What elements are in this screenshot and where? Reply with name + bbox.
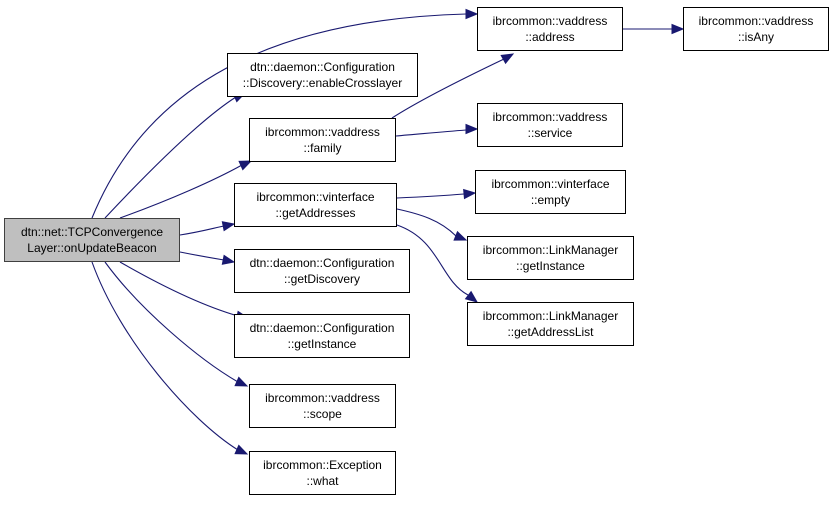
arrowhead-scope <box>234 376 249 387</box>
node-scope[interactable]: ibrcommon::vaddress::scope <box>249 384 396 428</box>
node-lmGetInstance[interactable]: ibrcommon::LinkManager::getInstance <box>467 236 634 280</box>
edge-root-to-cfgGetInstance <box>119 261 239 317</box>
edge-root-to-getAddresses <box>179 225 225 236</box>
node-cfgGetInstance[interactable]: dtn::daemon::Configuration::getInstance <box>234 314 410 358</box>
edge-root-to-getDiscovery <box>179 251 225 261</box>
node-what[interactable]: ibrcommon::Exception::what <box>249 451 396 495</box>
edge-root-to-address <box>91 13 467 219</box>
node-label-line1: ibrcommon::vaddress <box>265 391 380 405</box>
node-label-line2: ::isAny <box>737 30 774 44</box>
arrowhead-empty <box>463 188 477 200</box>
node-label-line2: ::getDiscovery <box>283 272 361 286</box>
node-label-line1: ibrcommon::Exception <box>263 458 382 472</box>
node-getAddresses[interactable]: ibrcommon::vinterface::getAddresses <box>234 183 397 227</box>
arrowhead-address <box>500 53 515 65</box>
edge-root-to-what <box>91 261 239 451</box>
node-label-line1: ibrcommon::vaddress <box>698 14 814 28</box>
node-enableCrosslayer[interactable]: dtn::daemon::Configuration::Discovery::e… <box>227 53 418 97</box>
node-label-line2: ::family <box>303 141 342 155</box>
edge-root-to-family <box>119 164 243 219</box>
node-empty[interactable]: ibrcommon::vinterface::empty <box>475 170 626 214</box>
node-isAny[interactable]: ibrcommon::vaddress::isAny <box>683 7 829 51</box>
node-label-line2: ::what <box>306 474 339 488</box>
edge-getAddresses-to-getAddressList <box>396 224 469 296</box>
node-label-line1: ibrcommon::vaddress <box>492 14 608 28</box>
node-getAddressList[interactable]: ibrcommon::LinkManager::getAddressList <box>467 302 634 346</box>
arrowhead-service <box>465 123 479 135</box>
node-label-line2: ::Discovery::enableCrosslayer <box>242 76 403 90</box>
node-label-line1: ibrcommon::vinterface <box>256 190 375 204</box>
node-label-line2: ::getInstance <box>287 337 357 351</box>
arrowhead-family <box>238 160 253 171</box>
node-label-line1: ibrcommon::vinterface <box>491 177 610 191</box>
node-label-line2: ::empty <box>530 193 571 207</box>
arrowhead-lmGetInstance <box>453 230 468 241</box>
edge-root-to-enableCrosslayer <box>104 96 237 219</box>
node-label-line1: ibrcommon::LinkManager <box>482 243 619 257</box>
edge-getAddresses-to-lmGetInstance <box>396 208 457 237</box>
node-label-line2: ::scope <box>303 407 342 421</box>
node-label-line1: ibrcommon::vaddress <box>492 110 608 124</box>
node-label-line1: dtn::daemon::Configuration <box>249 321 395 335</box>
node-getDiscovery[interactable]: dtn::daemon::Configuration::getDiscovery <box>234 249 410 293</box>
arrowhead-isAny <box>671 23 685 35</box>
arrowhead-what <box>234 444 249 455</box>
edge-family-to-service <box>395 129 467 137</box>
node-label-line1: ibrcommon::LinkManager <box>482 309 619 323</box>
arrowhead-address <box>465 8 479 20</box>
node-label-line2: ::getAddressList <box>507 325 594 339</box>
node-label-line2: ::service <box>527 126 573 140</box>
node-family[interactable]: ibrcommon::vaddress::family <box>249 118 396 162</box>
node-address[interactable]: ibrcommon::vaddress::address <box>477 7 623 51</box>
edge-getAddresses-to-empty <box>396 193 465 199</box>
arrowhead-getAddresses <box>221 221 236 232</box>
node-service[interactable]: ibrcommon::vaddress::service <box>477 103 623 147</box>
arrowhead-getDiscovery <box>221 254 236 265</box>
node-label-line2: ::address <box>525 30 575 44</box>
node-label-line2: ::getAddresses <box>275 206 356 220</box>
node-label-line2: Layer::onUpdateBeacon <box>27 241 157 255</box>
arrowhead-getAddressList <box>464 290 479 303</box>
node-label-line1: dtn::daemon::Configuration <box>250 60 395 74</box>
edge-family-to-address <box>391 58 505 119</box>
node-label-line1: dtn::daemon::Configuration <box>249 256 395 270</box>
node-label-line1: ibrcommon::vaddress <box>265 125 380 139</box>
node-label-line2: ::getInstance <box>516 259 585 273</box>
node-label-line1: dtn::net::TCPConvergence <box>20 225 164 239</box>
edge-root-to-scope <box>104 261 239 383</box>
